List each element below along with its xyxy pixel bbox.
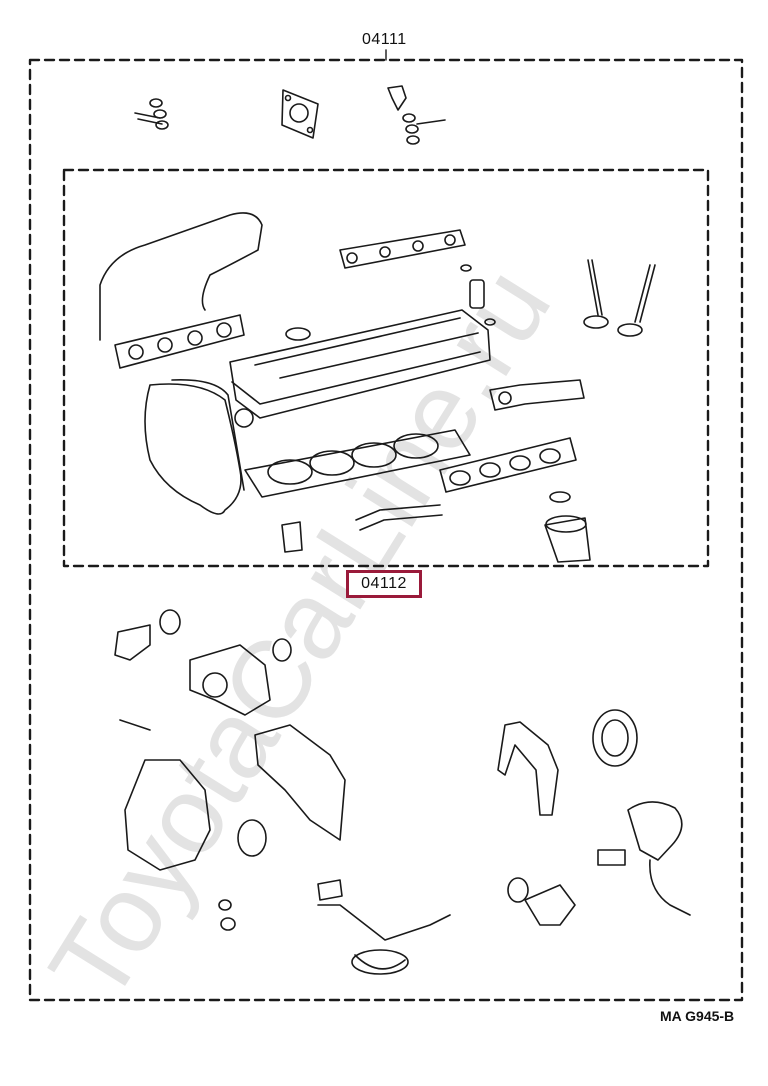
exhaust-manifold-gasket: [439, 379, 585, 493]
inner-lower-parts: [234, 408, 591, 563]
timing-cover-gasket: [144, 378, 245, 515]
valve-cover-gasket: [229, 309, 491, 419]
outer-kit-frame: [28, 58, 744, 1002]
outer-kit-label: 04111: [362, 31, 407, 48]
diagram-code-label: MA G945-B: [660, 1008, 735, 1024]
top-small-parts: [134, 85, 446, 145]
cylinder-head-gasket: [244, 429, 471, 498]
inner-kit-frame: [62, 168, 710, 568]
inner-kit-label[interactable]: 04112: [346, 570, 422, 598]
fuel-rail-and-valves: [339, 229, 656, 337]
lower-section-parts: [114, 609, 691, 975]
intake-manifold-gasket: [99, 212, 263, 369]
